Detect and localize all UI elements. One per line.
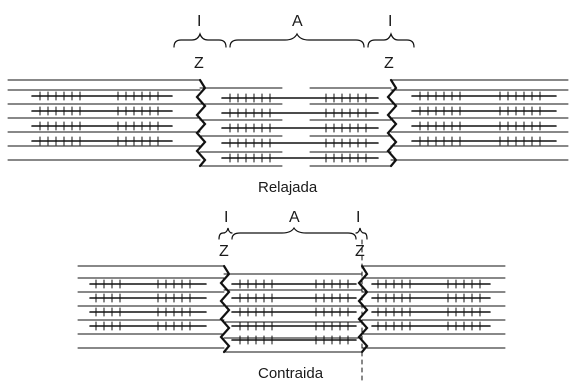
relaxed-sarcomere: I A I Z Z xyxy=(7,13,569,196)
contracted-i-label-left: I xyxy=(224,209,228,226)
contracted-i-label-right: I xyxy=(356,209,360,226)
contracted-thin-filaments xyxy=(77,265,506,353)
contracted-z-disc-right xyxy=(357,264,369,354)
relaxed-i-label-right: I xyxy=(388,13,392,30)
contracted-cross-bridges xyxy=(95,279,481,345)
relaxed-cross-bridges xyxy=(39,91,541,163)
contracted-a-bracket xyxy=(231,226,357,240)
contracted-a-label: A xyxy=(289,209,300,226)
relaxed-thick-filaments xyxy=(31,95,557,159)
relaxed-z-disc-right xyxy=(386,78,398,168)
contracted-sarcomere: I A I Z Z xyxy=(77,209,506,382)
relaxed-i-bracket-left xyxy=(173,32,227,48)
relaxed-a-label: A xyxy=(292,13,303,30)
contracted-z-label-left: Z xyxy=(219,243,229,260)
contracted-i-bracket-left xyxy=(218,227,233,240)
relaxed-z-disc-left xyxy=(195,78,207,168)
relaxed-band-brackets xyxy=(173,32,415,48)
relaxed-thin-filaments xyxy=(7,79,569,167)
contracted-caption: Contraida xyxy=(258,365,324,382)
relaxed-i-label-left: I xyxy=(197,13,201,30)
contracted-band-brackets xyxy=(218,226,368,240)
contracted-thick-filaments xyxy=(89,283,491,341)
contracted-z-label-right: Z xyxy=(355,243,365,260)
contracted-z-disc-left xyxy=(219,264,231,354)
relaxed-a-bracket xyxy=(229,32,365,48)
contracted-i-bracket-right xyxy=(355,227,368,240)
relaxed-z-label-right: Z xyxy=(384,55,394,72)
relaxed-z-label-left: Z xyxy=(194,55,204,72)
relaxed-caption: Relajada xyxy=(258,179,318,196)
relaxed-i-bracket-right xyxy=(367,32,415,48)
